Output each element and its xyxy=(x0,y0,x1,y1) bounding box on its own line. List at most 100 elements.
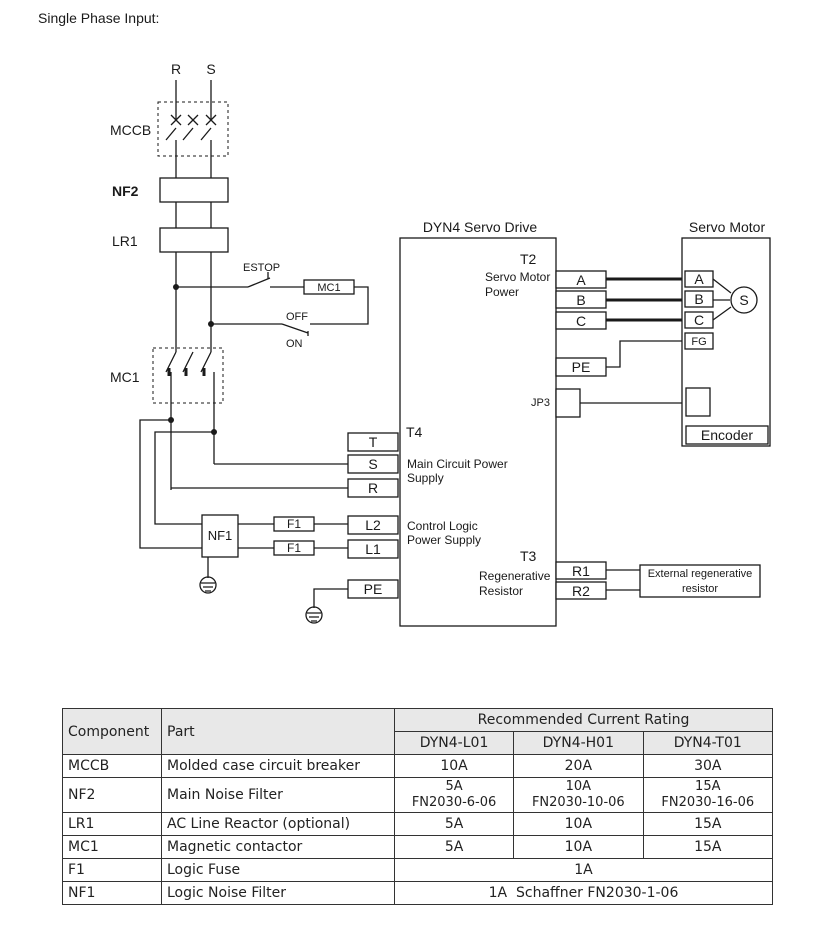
main-desc-1: Main Circuit Power xyxy=(407,457,508,471)
t4-label: T4 xyxy=(406,424,423,440)
cell-value-rating: 5A xyxy=(445,779,463,794)
estop-label: ESTOP xyxy=(243,262,280,274)
cell-part: Molded case circuit breaker xyxy=(161,754,395,778)
off-label: OFF xyxy=(286,311,308,323)
motor-symbol xyxy=(730,286,758,314)
terminal-s: S xyxy=(368,456,377,472)
terminal-b: B xyxy=(576,292,585,308)
jp3-label: JP3 xyxy=(531,397,550,409)
terminal-pe-right: PE xyxy=(572,359,591,375)
cell-value-merged: 1A xyxy=(394,858,773,882)
servo-motor: Servo Motor A B C FG S Encoder xyxy=(681,219,771,447)
t2-desc-1: Servo Motor xyxy=(485,270,550,284)
page-title: Single Phase Input: xyxy=(38,10,160,26)
table-row: LR1 AC Line Reactor (optional) 5A 10A 15… xyxy=(62,812,774,836)
wiring-diagram: R S MCCB NF2 LR1 ESTOP MC1 xyxy=(110,61,771,627)
f1-bottom-label: F1 xyxy=(287,541,301,555)
regen-desc-2: Resistor xyxy=(479,584,523,598)
drive-title: DYN4 Servo Drive xyxy=(423,219,538,235)
mc1-coil-label: MC1 xyxy=(317,282,340,294)
cell-value: 5A xyxy=(393,835,515,859)
cell-part: AC Line Reactor (optional) xyxy=(161,812,395,836)
terminal-r: R xyxy=(368,480,378,496)
ctrl-desc-2: Power Supply xyxy=(407,533,481,547)
current-rating-table: Component Part Recommended Current Ratin… xyxy=(62,708,774,905)
t2-label: T2 xyxy=(520,251,537,267)
main-desc-2: Supply xyxy=(407,471,444,485)
input-s-label: S xyxy=(206,61,215,77)
cell-value: 10A xyxy=(393,754,515,778)
nf1-filter: NF1 xyxy=(199,514,239,594)
cell-value: 20A xyxy=(513,754,644,778)
terminal-r2: R2 xyxy=(572,583,590,599)
cell-value: 30A xyxy=(642,754,774,778)
cell-value-model: FN2030-10-06 xyxy=(531,795,625,810)
header-model: DYN4-L01 xyxy=(393,731,515,755)
external-resistor: External regenerative resistor xyxy=(606,564,761,598)
header-model: DYN4-T01 xyxy=(642,731,774,755)
terminal-pe-left: PE xyxy=(364,581,383,597)
control-circuit: ESTOP MC1 OFF ON xyxy=(173,262,369,350)
cell-part: Logic Noise Filter xyxy=(161,881,395,905)
table-row: F1 Logic Fuse 1A xyxy=(62,858,773,882)
cell-part: Main Noise Filter xyxy=(161,777,395,813)
terminal-l1: L1 xyxy=(365,541,381,557)
terminal-a: A xyxy=(576,272,586,288)
cell-component: LR1 xyxy=(62,812,162,836)
cell-component: MCCB xyxy=(62,754,162,778)
table-row: MC1 Magnetic contactor 5A 10A 15A xyxy=(62,835,774,859)
servo-drive: DYN4 Servo Drive T4 T S R Main Circuit P… xyxy=(347,219,607,627)
motor-title: Servo Motor xyxy=(689,219,766,235)
mc1-label: MC1 xyxy=(110,369,140,385)
ctrl-desc-1: Control Logic xyxy=(407,519,478,533)
f1-fuse-top: F1 xyxy=(273,516,315,532)
cell-value-rating: 10A xyxy=(565,779,592,794)
input-r-label: R xyxy=(171,61,181,77)
cell-part: Magnetic contactor xyxy=(161,835,395,859)
mc1-contactor: MC1 xyxy=(110,347,224,490)
lr1-label: LR1 xyxy=(112,233,138,249)
cell-value-rating: 15A xyxy=(695,779,721,794)
f1-fuse-bottom: F1 xyxy=(273,540,315,556)
terminal-t: T xyxy=(369,434,378,450)
cell-value-model: FN2030-6-06 xyxy=(411,795,497,810)
cell-value: 10A xyxy=(513,835,644,859)
table-row: NF1 Logic Noise Filter 1A Schaffner FN20… xyxy=(62,881,773,905)
cell-value: 5A xyxy=(393,812,515,836)
cell-value: 15A xyxy=(642,812,774,836)
terminal-r1: R1 xyxy=(572,563,590,579)
lr1-reactor: LR1 xyxy=(112,227,229,352)
cell-value: 10A xyxy=(513,812,644,836)
t2-desc-2: Power xyxy=(485,285,519,299)
header-model: DYN4-H01 xyxy=(513,731,644,755)
nf2-filter: NF2 xyxy=(112,177,229,228)
mccb-breaker: MCCB xyxy=(110,101,229,178)
cell-component: MC1 xyxy=(62,835,162,859)
cell-component: NF2 xyxy=(62,777,162,813)
motor-terminal-a: A xyxy=(694,271,704,287)
ext-res-label-2: resistor xyxy=(682,583,718,595)
encoder-label: Encoder xyxy=(701,427,753,443)
cell-value-merged: 1A Schaffner FN2030-1-06 xyxy=(394,881,773,905)
cell-part: Logic Fuse xyxy=(161,858,395,882)
terminal-c: C xyxy=(576,313,586,329)
motor-terminal-fg: FG xyxy=(691,336,706,348)
cell-value-model: FN2030-16-06 xyxy=(661,795,755,810)
mccb-label: MCCB xyxy=(110,122,151,138)
header-rating: Recommended Current Rating xyxy=(394,708,773,732)
ext-res-label-1: External regenerative xyxy=(648,568,753,580)
t3-label: T3 xyxy=(520,548,537,564)
cell-value: 15A xyxy=(642,835,774,859)
cell-component: F1 xyxy=(62,858,162,882)
motor-terminal-c: C xyxy=(694,312,704,328)
motor-symbol-label: S xyxy=(739,292,748,308)
nf2-label: NF2 xyxy=(112,183,139,199)
terminal-l2: L2 xyxy=(365,517,381,533)
regen-desc-1: Regenerative xyxy=(479,569,551,583)
table-header-row: Component Part Recommended Current Ratin… xyxy=(62,708,773,755)
cell-component: NF1 xyxy=(62,881,162,905)
